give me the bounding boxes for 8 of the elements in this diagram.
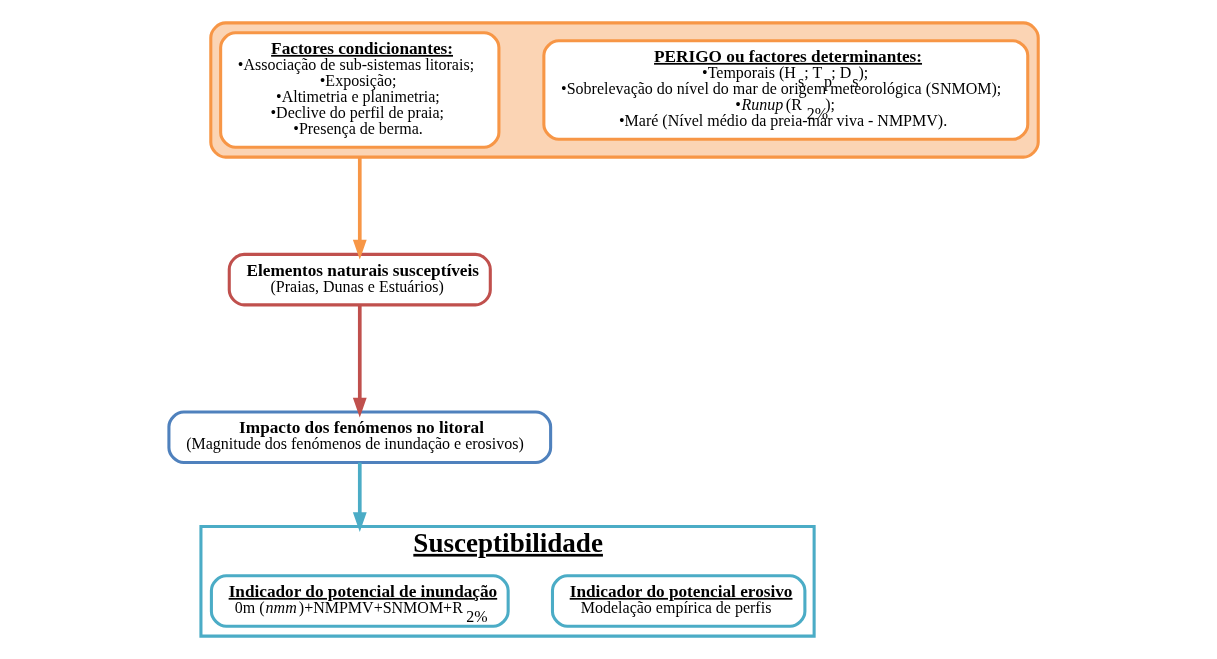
arrow: [352, 305, 367, 418]
node-box: Indicador do potencial erosivo Modelação empírica de perfis: [550, 574, 807, 628]
arrow: [352, 157, 367, 260]
node-box: Elementos naturais susceptíveis (Praias, Dunas e Estuários): [227, 252, 492, 307]
node-box: Factores condicionantes: •Associação de sub-sistemas litorais; •Exposição; •Altimetria e planimetria; •Declive do perfil de praia; •Presença de berma.: [219, 31, 501, 149]
node-box: Impacto dos fenómenos no litoral (Magnitude dos fenómenos de inundação e erosivos): [167, 410, 553, 465]
cluster: [209, 21, 1040, 159]
arrow: [352, 462, 367, 533]
